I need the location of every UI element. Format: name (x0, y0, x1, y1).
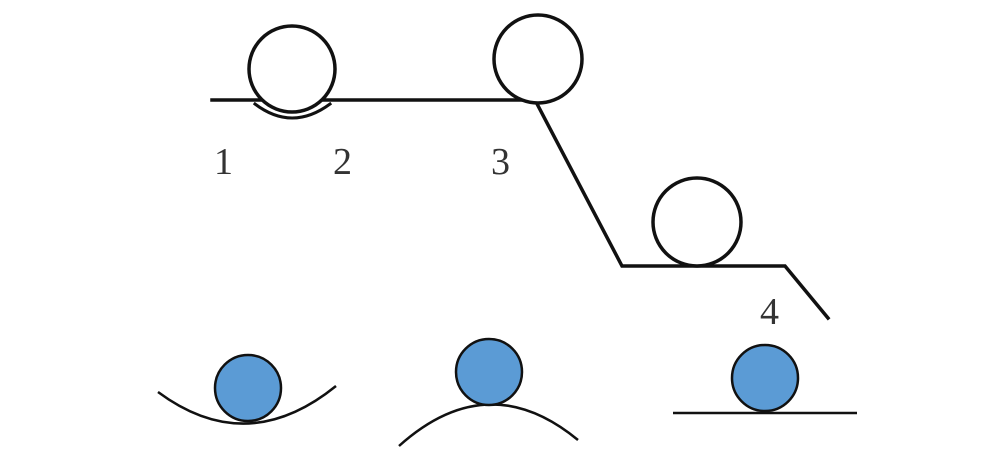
concave-surface (157, 385, 337, 425)
ball-on-hill (454, 337, 524, 407)
track-labels: 1 2 3 4 (214, 141, 779, 333)
ball-in-bowl (213, 353, 283, 423)
label-point-3: 3 (491, 141, 510, 183)
example-convex (398, 337, 579, 447)
ball-position-2 (247, 24, 337, 114)
ball-on-flat (730, 343, 800, 413)
label-point-1: 1 (214, 141, 233, 183)
convex-surface (398, 403, 579, 447)
track (210, 98, 831, 321)
label-point-4: 4 (760, 291, 779, 333)
track-balls (247, 13, 743, 268)
label-point-2: 2 (333, 141, 352, 183)
track-line (210, 98, 831, 321)
equilibrium-examples (157, 337, 857, 447)
example-concave (157, 353, 337, 425)
ball-2-contact-arc (252, 101, 333, 120)
ball-position-3 (492, 13, 584, 105)
example-flat (673, 343, 857, 415)
ball-position-lower-flat (651, 176, 743, 268)
